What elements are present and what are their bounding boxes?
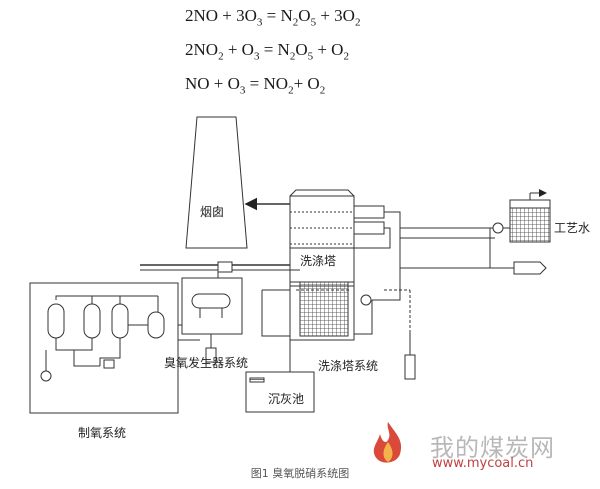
equation-3: NO + O3 = NO2+ O2 bbox=[185, 74, 326, 97]
equation-2: 2NO2 + O3 = N2O5 + O2 bbox=[185, 40, 349, 63]
figure-caption: 图1 臭氧脱硝系统图 bbox=[250, 467, 350, 480]
chimney bbox=[185, 116, 248, 249]
oxygen-system-label: 制氧系统 bbox=[78, 426, 127, 440]
equation-1: 2NO + 3O3 = N2O5 + 3O2 bbox=[185, 6, 361, 29]
scrubber-system-label: 洗涤塔系统 bbox=[318, 359, 379, 373]
watermark-url: www.mycoal.cn bbox=[432, 456, 534, 471]
process-water-label: 工艺水 bbox=[554, 221, 591, 235]
scrubber-tower bbox=[289, 189, 385, 341]
settling-tank bbox=[245, 371, 315, 413]
process-water-tank bbox=[509, 189, 551, 243]
watermark-text: 我的煤炭网 bbox=[430, 434, 555, 462]
circulation-pump bbox=[360, 294, 372, 306]
settling-tank-label: 沉灰池 bbox=[268, 392, 305, 406]
flame-logo-icon bbox=[373, 422, 402, 463]
scrubber-tower-label: 洗涤塔 bbox=[300, 254, 337, 268]
outlet-nozzle bbox=[513, 261, 547, 275]
mixer-valve bbox=[217, 261, 233, 273]
ozone-generator-system-label: 臭氧发生器系统 bbox=[164, 356, 249, 370]
level-gauge bbox=[404, 354, 416, 380]
ozone-generator bbox=[181, 277, 243, 363]
chimney-label: 烟囱 bbox=[200, 205, 225, 219]
oxygen-system bbox=[29, 282, 200, 414]
